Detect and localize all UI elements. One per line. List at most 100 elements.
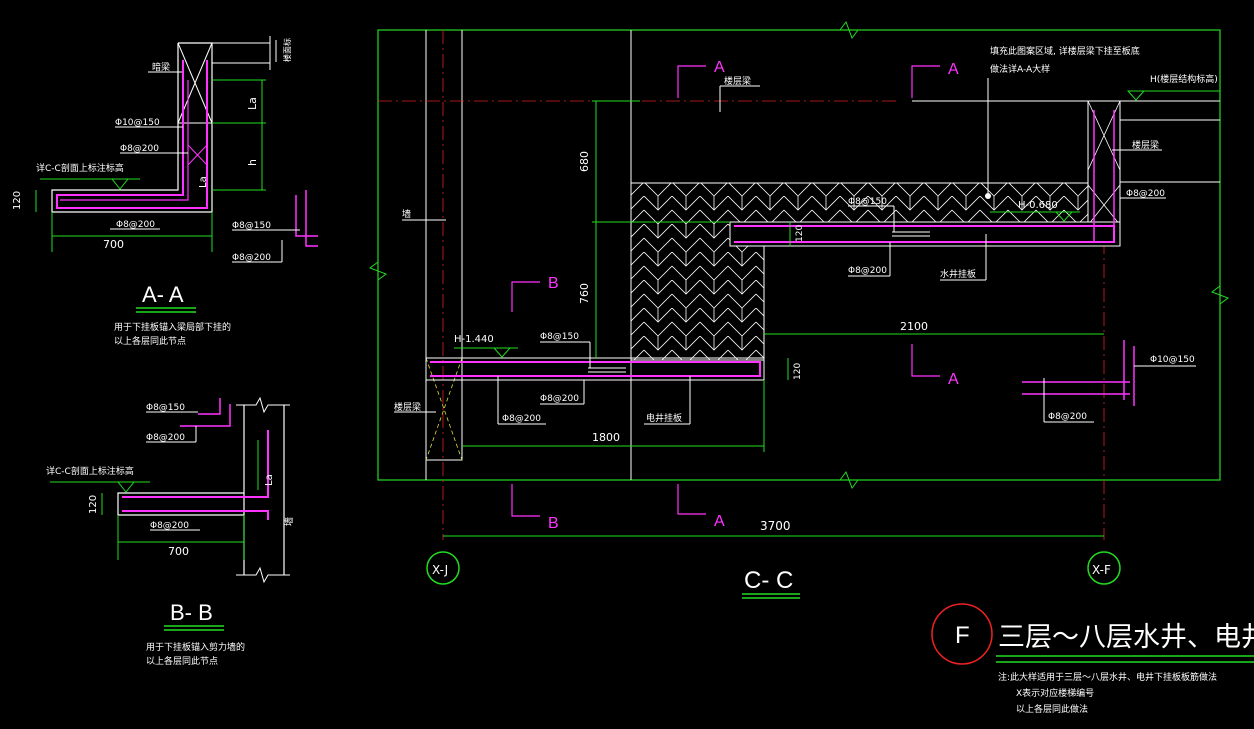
cc-elev-left-text: H-1.440 xyxy=(454,334,494,345)
cc-dim-3700-text: 3700 xyxy=(760,519,791,533)
cc-cut-b1 xyxy=(511,281,540,312)
aa-elev-mark xyxy=(110,178,130,190)
cc-cut-a3 xyxy=(911,344,940,377)
cc-cut-a4 xyxy=(677,484,706,515)
cc-dim-680-text: 680 xyxy=(578,151,591,172)
section-bb: Φ8@150 Φ8@200 详C-C剖面上标注标高 Φ8@200 700 120… xyxy=(46,396,295,667)
cc-rebar-right xyxy=(734,225,1115,243)
cc-note-top2: 做法详A-A大样 xyxy=(990,63,1050,75)
bb-label-wall: 墙 xyxy=(283,517,295,526)
aa-hook2-label: Φ8@200 xyxy=(232,253,271,263)
cc-title: C- C xyxy=(744,567,793,594)
bb-note2: 以上各层同此节点 xyxy=(146,655,218,667)
cc-label-wall: 墙 xyxy=(402,208,411,220)
aa-label-ref: 详C-C剖面上标注标高 xyxy=(36,162,124,174)
bb-rebar-bot xyxy=(122,510,269,520)
aa-hook2 xyxy=(305,190,318,247)
aa-rebar-main xyxy=(56,60,208,209)
title-note1: 注:此大样适用于三层～八层水井、电井下挂板板筋做法 xyxy=(998,671,1217,683)
bb-dim-width: 700 xyxy=(168,545,189,558)
aa-rebar-inner xyxy=(60,80,189,201)
title-note3: 以上各层同此做法 xyxy=(1016,703,1088,715)
cc-frame xyxy=(377,29,1221,481)
cc-bar-side2: Φ8@200 xyxy=(1048,412,1087,422)
cc-cut-b1-text: B xyxy=(548,275,559,292)
cc-dim-120a-text: 120 xyxy=(793,363,803,380)
cc-cut-b2 xyxy=(511,484,540,517)
cc-label-floor-beam-top: 楼层梁 xyxy=(724,75,751,87)
aa-rebar-diag2 xyxy=(187,144,208,166)
bb-dim-la-text: La xyxy=(264,474,275,486)
cc-bar-l-bot2: Φ8@200 xyxy=(502,414,541,424)
aa-dim-la-mid: La xyxy=(198,176,209,188)
bb-bar-bot-label: Φ8@200 xyxy=(150,521,189,531)
cc-dim-2100-text: 2100 xyxy=(900,320,928,333)
bb-rebar-top xyxy=(122,430,269,498)
bb-bar1-label: Φ8@150 xyxy=(146,403,185,413)
section-aa: 暗梁 Φ10@150 Φ8@200 详C-C剖面上标注标高 Φ8@200 700… xyxy=(12,36,318,347)
cc-dim-120b-text: 120 xyxy=(795,225,805,242)
cc-note-dot xyxy=(985,193,991,199)
cc-slab-left xyxy=(425,357,765,381)
cc-dim-760-text: 760 xyxy=(578,283,591,304)
section-cc: A A A A B B 墙 楼层梁 填充此图案区域, 详楼层梁下挂至板底 做法详… xyxy=(368,20,1230,599)
cc-break-left xyxy=(368,261,388,281)
cc-elev-mid-text: H-0.680 xyxy=(1018,200,1058,211)
aa-label-bar-top: Φ10@150 xyxy=(115,118,160,128)
cc-cut-a4-text: A xyxy=(714,513,725,530)
bb-label-ref: 详C-C剖面上标注标高 xyxy=(46,465,134,477)
aa-hook1-label: Φ8@150 xyxy=(232,221,271,231)
title-text: 三层～八层水井、电井下挂板板筋 xyxy=(998,622,1254,652)
title-block: F 三层～八层水井、电井下挂板板筋 注:此大样适用于三层～八层水井、电井下挂板板… xyxy=(931,603,1254,715)
bb-bar2-label: Φ8@200 xyxy=(146,433,185,443)
cc-break-top xyxy=(839,20,859,40)
cc-cut-a1-text: A xyxy=(714,59,725,76)
cc-bar-r-bot: Φ8@200 xyxy=(848,266,887,276)
bb-break-top xyxy=(236,396,290,414)
cc-label-floor-beam-left: 楼层梁 xyxy=(394,401,421,413)
aa-label-bar-stir: Φ8@200 xyxy=(120,144,159,154)
title-note2: X表示对应楼梯编号 xyxy=(1016,687,1094,699)
cc-elev-right-text: H(楼层结构标高) xyxy=(1150,73,1218,85)
aa-dim-thick-text: 120 xyxy=(12,191,23,210)
cc-bar-l-bot1: Φ8@200 xyxy=(540,394,579,404)
cc-rebar-left xyxy=(430,361,761,377)
cc-break-right xyxy=(1210,285,1230,305)
aa-dim-width: 700 xyxy=(103,238,124,251)
cc-bar-r-top: Φ8@150 xyxy=(848,197,887,207)
bb-hook1 xyxy=(198,398,221,415)
aa-note2: 以上各层同此节点 xyxy=(114,335,186,347)
aa-label-beam: 暗梁 xyxy=(152,61,170,73)
bb-note1: 用于下挂板锚入剪力墙的 xyxy=(146,641,245,653)
title-circle xyxy=(931,603,993,665)
cc-axis-circle-left xyxy=(426,551,460,585)
cc-cut-a2 xyxy=(911,65,940,98)
cc-label-floor-beam-right: 楼层梁 xyxy=(1132,139,1159,151)
cc-break-bot xyxy=(839,470,859,490)
bb-break-bot xyxy=(236,566,290,584)
title-letter: F xyxy=(955,622,970,649)
aa-dim-la-top: La xyxy=(246,97,259,110)
cc-bar-l-top: Φ8@150 xyxy=(540,332,579,342)
cc-cut-a2-text: A xyxy=(948,61,959,78)
aa-title: A- A xyxy=(142,282,184,307)
cc-bar-side1: Φ10@150 xyxy=(1150,355,1195,365)
cc-label-elec-panel: 电井挂板 xyxy=(646,412,682,424)
cc-cut-a3-text: A xyxy=(948,371,959,388)
bb-hook2 xyxy=(180,404,231,427)
cc-axis-left-text: X-J xyxy=(432,563,448,577)
cc-elev-right xyxy=(1126,90,1146,101)
cc-cut-b2-text: B xyxy=(548,515,559,532)
bb-dim-thick-text: 120 xyxy=(88,495,99,514)
cc-axis-right-text: X-F xyxy=(1092,563,1111,577)
bb-elev-mark xyxy=(116,481,136,493)
aa-dim-h: h xyxy=(246,159,259,166)
cc-bar-r-side: Φ8@200 xyxy=(1126,189,1165,199)
bb-slab xyxy=(117,492,244,516)
cc-cut-a1 xyxy=(677,65,706,98)
aa-hook1 xyxy=(295,195,318,237)
aa-label-bar-bot: Φ8@200 xyxy=(116,220,155,230)
cc-dim-1800-text: 1800 xyxy=(592,431,620,444)
cc-axis-circle-right xyxy=(1087,551,1121,585)
